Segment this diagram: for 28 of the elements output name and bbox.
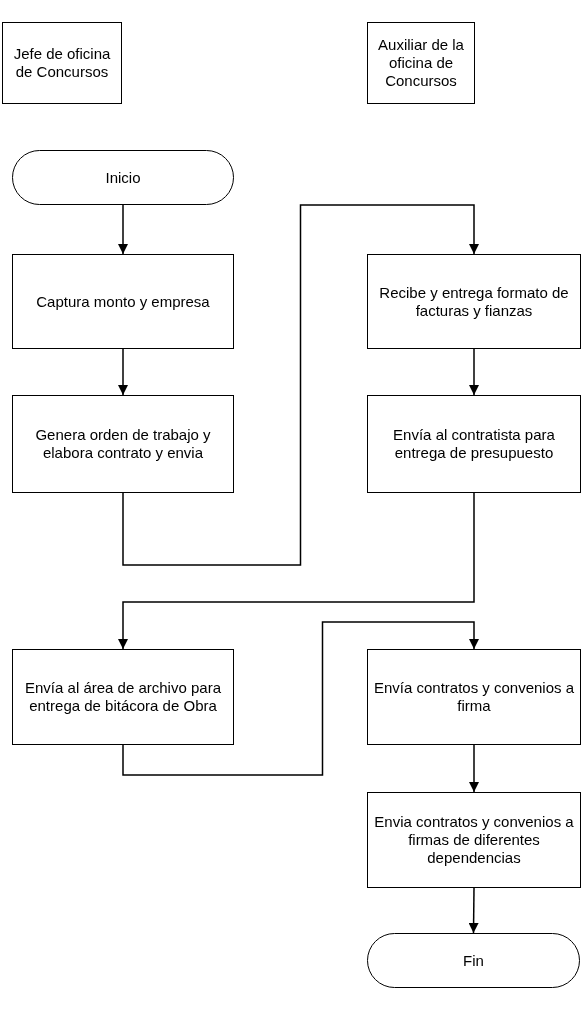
node-label: Envia contratos y convenios a firmas de diferentes dependencias	[373, 813, 575, 867]
process-box	[12, 254, 234, 349]
process-box	[12, 649, 234, 745]
process-box	[12, 395, 234, 493]
arrow	[118, 204, 128, 255]
node-label: Recibe y entrega formato de facturas y fianzas	[378, 283, 570, 320]
arrow	[469, 744, 479, 793]
arrow	[118, 348, 128, 396]
process-box	[367, 792, 581, 888]
arrow	[469, 348, 479, 396]
node-label: Envía contratos y convenios a firma	[372, 679, 576, 715]
process-box	[367, 395, 581, 493]
process-box	[367, 22, 475, 104]
node-label: Fin	[463, 951, 484, 970]
node-label: Envía al área de archivo para entrega de bitácora de Obra	[24, 679, 222, 715]
node-label: Auxiliar de la oficina de Concursos	[377, 36, 465, 90]
process-box	[367, 254, 581, 349]
arrow	[122, 204, 479, 566]
arrow	[118, 492, 475, 650]
node-label: Envía al contratista para entrega de presupuesto	[392, 426, 556, 462]
arrow	[468, 887, 479, 934]
node-label: Jefe de oficina de Concursos	[12, 45, 112, 81]
process-box	[2, 22, 122, 104]
process-box	[367, 649, 581, 745]
node-label: Inicio	[105, 168, 141, 187]
arrow	[122, 621, 479, 776]
node-label: Genera orden de trabajo y elabora contrato y envia	[34, 426, 212, 462]
node-label: Captura monto y empresa	[36, 292, 210, 311]
